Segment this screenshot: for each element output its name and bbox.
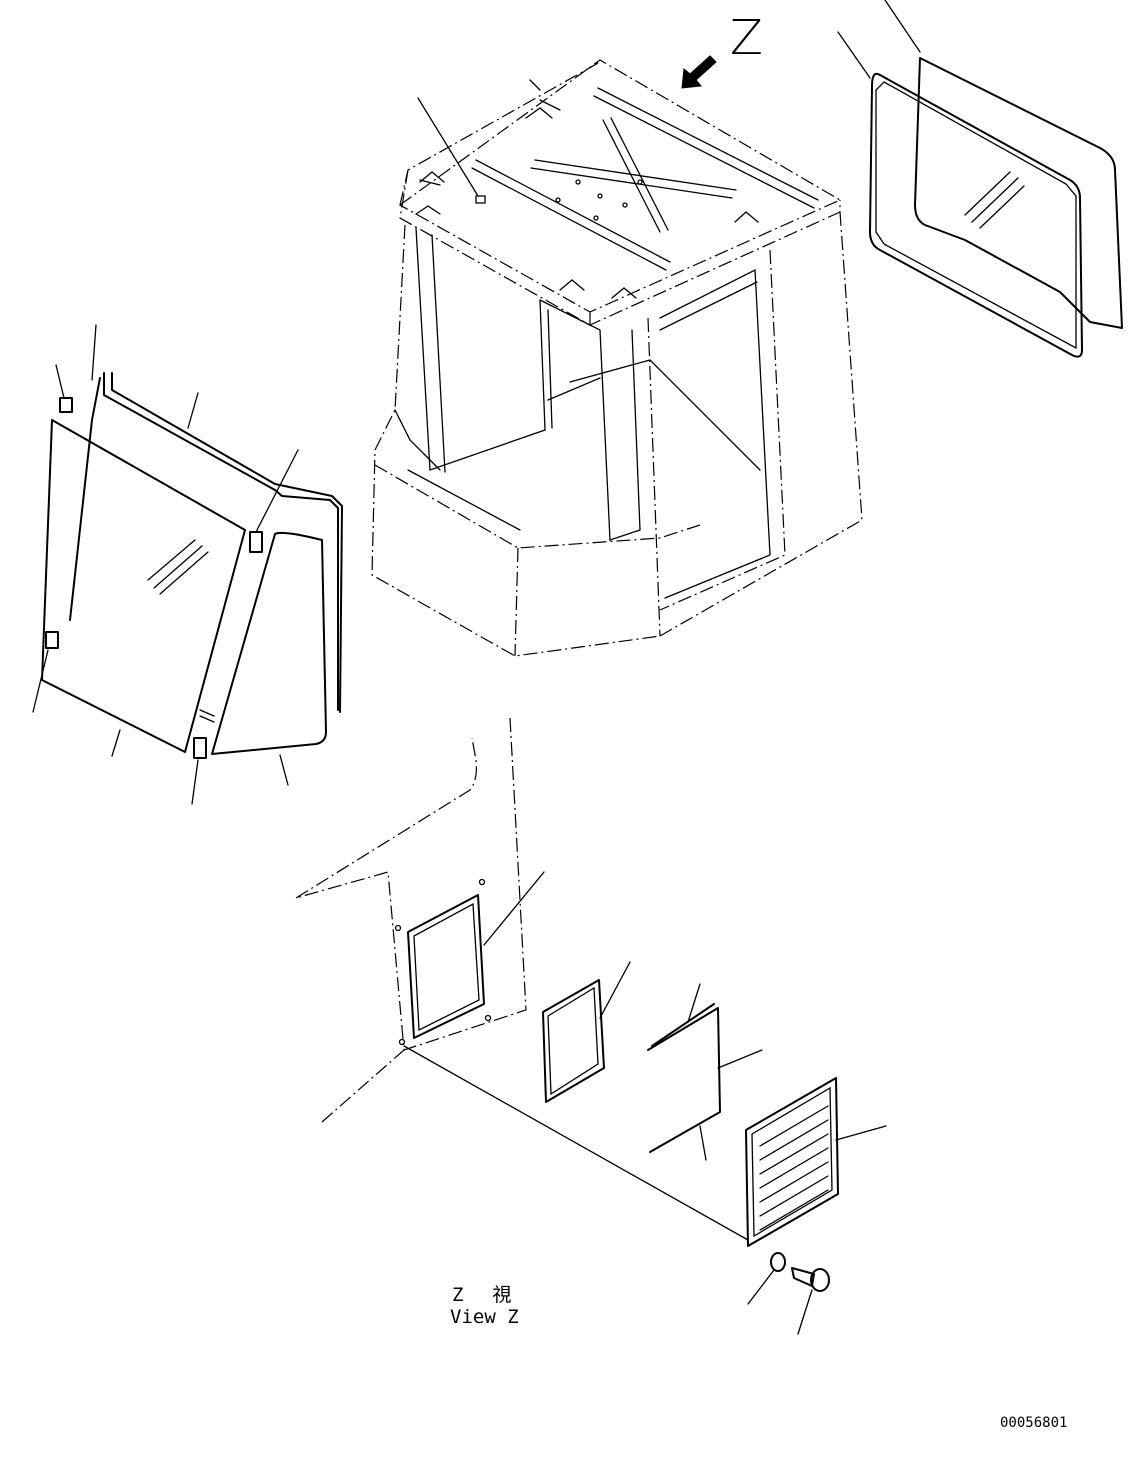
arrow-down-left-icon (681, 55, 717, 89)
view-caption-en: View Z (450, 1306, 519, 1328)
front-window-assembly (32, 324, 343, 805)
cab-frame (394, 79, 819, 599)
view-caption-jp: Z 視 (452, 1284, 514, 1306)
roof-leader-line (417, 97, 479, 197)
rear-window-assembly (837, 0, 1123, 358)
view-z-panel (295, 717, 887, 1335)
view-arrow-letter: Z (730, 10, 763, 66)
cab-outline (371, 59, 863, 657)
drawing-number: 00056801 (1000, 1415, 1068, 1431)
